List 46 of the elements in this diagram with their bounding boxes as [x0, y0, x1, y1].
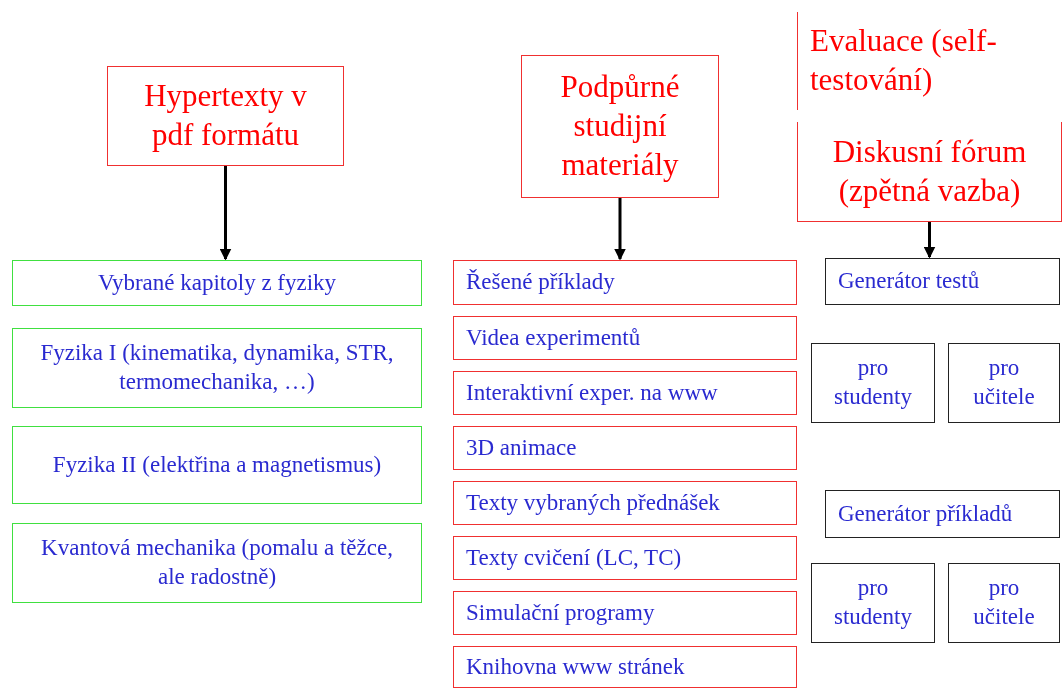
item-text: pro studenty: [833, 574, 913, 631]
topic-box: [12, 260, 422, 306]
audience-box: [811, 343, 935, 423]
arrow: [614, 198, 626, 261]
heading-text: Evaluace (self-testování): [810, 22, 998, 99]
item-text: Kvantová mechanika (pomalu a těžce, ale radostně): [40, 534, 394, 591]
topic-box: [12, 426, 422, 504]
topic-box: [12, 328, 422, 408]
material-box: [453, 591, 797, 635]
audience-box: [811, 563, 935, 643]
material-box: [453, 316, 797, 360]
heading-text: Hypertexty v pdf formátu: [143, 77, 308, 154]
item-text: Texty cvičení (LC, TC): [466, 543, 683, 572]
material-box: [453, 481, 797, 525]
heading-box: [797, 122, 1062, 222]
item-text: Fyzika I (kinematika, dynamika, STR, termomechanika, …): [39, 339, 395, 396]
heading-box: [521, 55, 719, 198]
item-text: Interaktivní exper. na www: [466, 378, 719, 407]
heading-text: Podpůrné studijní materiály: [559, 68, 681, 184]
item-text: Fyzika II (elektřina a magnetismus): [51, 450, 383, 479]
item-text: Texty vybraných přednášek: [466, 488, 721, 517]
topic-box: [12, 523, 422, 603]
arrow: [923, 222, 936, 259]
item-text: pro učitele: [972, 574, 1036, 631]
item-text: Generátor testů: [838, 267, 981, 296]
item-text: Videa experimentů: [466, 323, 642, 352]
item-text: pro učitele: [972, 354, 1036, 411]
item-text: Řešené příklady: [466, 268, 616, 297]
heading-box: [107, 66, 344, 166]
material-box: [453, 426, 797, 470]
item-text: Simulační programy: [466, 598, 656, 627]
audience-box: [948, 563, 1060, 643]
material-box: [453, 260, 797, 305]
audience-box: [948, 343, 1060, 423]
material-box: [453, 646, 797, 688]
item-text: 3D animace: [466, 433, 578, 462]
item-text: pro studenty: [833, 354, 913, 411]
heading-text: Diskusní fórum (zpětná vazba): [831, 132, 1028, 210]
material-box: [453, 536, 797, 580]
generator-box: [825, 258, 1060, 305]
item-text: Vybrané kapitoly z fyziky: [96, 268, 338, 297]
generator-box: [825, 490, 1060, 538]
arrow: [219, 166, 232, 261]
item-text: Generátor příkladů: [838, 499, 1014, 528]
material-box: [453, 371, 797, 415]
item-text: Knihovna www stránek: [466, 652, 686, 681]
